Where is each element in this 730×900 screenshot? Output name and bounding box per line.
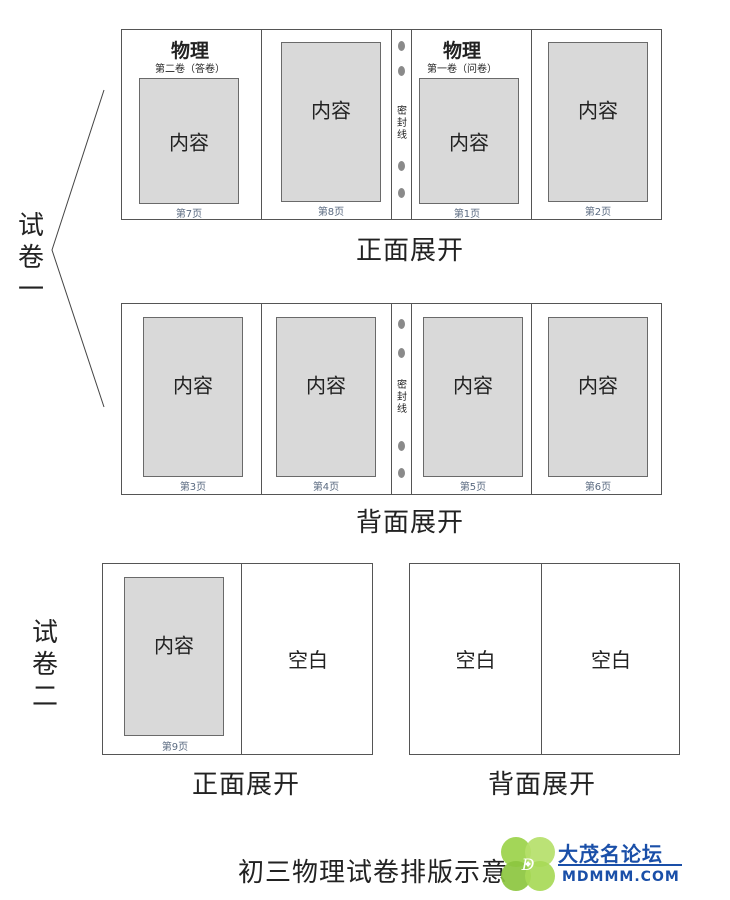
subject-title: 物理 <box>170 40 209 62</box>
paper2-front-sheet: 内容 第9页 空白 <box>102 563 373 755</box>
paper2-front-caption: 正面展开 <box>191 770 300 800</box>
content-block: 内容 <box>548 42 648 202</box>
page-number: 第7页 <box>175 209 203 220</box>
paper2-back-sheet: 空白 空白 <box>409 563 680 755</box>
binding-hole <box>398 348 405 358</box>
binding-hole <box>398 441 405 451</box>
binding-hole <box>398 188 405 198</box>
fold-line <box>261 304 262 494</box>
seal-line-label: 密封线 <box>397 106 407 141</box>
page-number: 第9页 <box>161 742 189 753</box>
content-block: 内容 <box>419 78 519 204</box>
page-number: 第1页 <box>453 209 481 220</box>
paper2-back-caption: 背面展开 <box>487 770 596 800</box>
blank-page-label: 空白 <box>455 648 496 672</box>
footer-title: 初三物理试卷排版示意 <box>238 852 508 889</box>
page-number: 第4页 <box>312 482 340 493</box>
content-label: 内容 <box>173 373 213 398</box>
binding-hole <box>398 319 405 329</box>
paper1-back-caption: 背面展开 <box>355 508 464 538</box>
logo-chinese-text: 大茂名论坛 <box>558 842 663 866</box>
fold-line <box>541 564 542 754</box>
content-block: 内容 <box>423 317 523 477</box>
binding-hole <box>398 161 405 171</box>
content-block: 内容 <box>548 317 648 477</box>
volume-label: 第一卷（问卷） <box>427 64 497 75</box>
fold-line <box>531 30 532 219</box>
fold-line <box>241 564 242 754</box>
paper1-back-sheet: 密封线 内容 第3页 内容 第4页 内容 第5页 内容 第6页 <box>121 303 662 495</box>
page-number: 第3页 <box>179 482 207 493</box>
blank-page-label: 空白 <box>288 648 328 672</box>
content-block: 内容 <box>139 78 239 204</box>
content-label: 内容 <box>578 373 618 398</box>
subject-title: 物理 <box>442 40 481 62</box>
logo-underline <box>558 864 682 866</box>
seal-strip: 密封线 <box>391 304 412 494</box>
content-label: 内容 <box>453 373 493 398</box>
page-number: 第2页 <box>584 207 612 218</box>
svg-text:D: D <box>521 855 535 874</box>
content-block: 内容 <box>143 317 243 477</box>
paper2-side-label: 试卷二 <box>31 618 58 712</box>
fold-line <box>531 304 532 494</box>
blank-page-label: 空白 <box>591 648 631 672</box>
seal-strip: 密封线 <box>391 30 412 219</box>
footer-title-tail: 示意 <box>454 858 509 888</box>
seal-line-label: 密封线 <box>397 380 407 415</box>
binding-hole <box>398 41 405 51</box>
content-label: 内容 <box>311 98 351 123</box>
binding-hole <box>398 468 405 478</box>
fold-line <box>261 30 262 219</box>
footer-title-text: 初三物理试卷排版 <box>238 858 455 888</box>
page-number: 第5页 <box>459 482 487 493</box>
logo-english-text: MDMMM.COM <box>562 869 680 885</box>
paper1-bracket <box>51 89 105 408</box>
content-block: 内容 <box>281 42 381 202</box>
content-block: 内容 <box>124 577 224 736</box>
paper1-side-label: 试卷一 <box>17 211 44 305</box>
paper1-front-sheet: 密封线 物理 第二卷（答卷） 内容 第7页 内容 第8页 物理 第一卷（问卷） … <box>121 29 662 220</box>
content-label: 内容 <box>169 130 209 155</box>
clover-logo-icon: D <box>501 837 555 891</box>
volume-label: 第二卷（答卷） <box>155 64 225 75</box>
page-number: 第8页 <box>317 207 345 218</box>
binding-hole <box>398 66 405 76</box>
content-label: 内容 <box>578 98 618 123</box>
page-number: 第6页 <box>584 482 612 493</box>
paper1-front-caption: 正面展开 <box>355 236 464 266</box>
content-block: 内容 <box>276 317 376 477</box>
content-label: 内容 <box>449 130 489 155</box>
content-label: 内容 <box>154 633 194 658</box>
content-label: 内容 <box>306 373 346 398</box>
